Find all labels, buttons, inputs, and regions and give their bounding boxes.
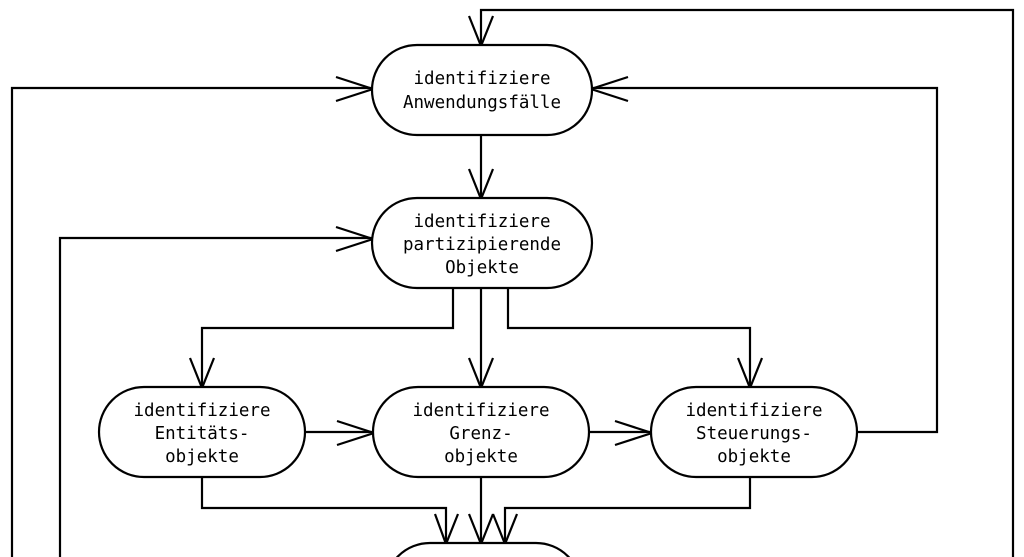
node-label-line1: identifiziere [134,401,271,421]
edge-partizipierende-to-grenz [467,288,495,391]
edge-path [479,8,1015,557]
edge-path [58,236,372,557]
node-partizipierende-objekte[interactable]: identifiziere partizipierende Objekte [370,196,594,290]
edge-partizipierende-to-steuerungs [506,288,764,391]
edge-path [10,86,372,557]
node-label-line2: Grenz- [449,424,512,444]
node-label-line1: identifiziere [414,69,551,89]
edge-layer [10,8,1015,557]
edge-path [503,477,752,543]
edge-entitaets-to-grenz [305,419,378,447]
node-stadium-shape[interactable] [370,43,594,137]
node-label-line2: Steuerungs- [696,424,812,444]
node-label-line3: Objekte [445,258,519,278]
node-anwendungsfaelle[interactable]: identifiziere Anwendungsfälle [370,43,594,137]
node-stadium-shape[interactable] [371,385,591,479]
node-label-line2: partizipierende [403,235,561,255]
node-steuerungsobjekte[interactable]: identifiziere Steuerungs- objekte [649,385,859,479]
edge-path [506,288,752,387]
edge-steuerungs-to-bottom [491,477,752,547]
edge-path [200,288,455,387]
node-label-line1: identifiziere [414,212,551,232]
node-label-line3: objekte [717,447,791,467]
node-layer: identifiziere Anwendungsfälle identifizi… [97,43,859,557]
node-label-line1: identifiziere [686,401,823,421]
node-stadium-shape[interactable] [385,541,581,557]
node-label-line3: objekte [165,447,239,467]
node-entitaetsobjekte[interactable]: identifiziere Entitäts- objekte [97,385,307,479]
edge-partizipierende-to-entitaets [188,288,455,391]
node-unten-abgeschnitten[interactable] [385,541,581,557]
edge-steuerungs-into-anwendungsfaelle [587,75,939,434]
node-label-line3: objekte [444,447,518,467]
node-label-line2: Anwendungsfälle [403,93,561,113]
edge-entitaets-to-bottom [200,477,460,548]
node-stadium-shape[interactable] [97,385,307,479]
node-stadium-shape[interactable] [370,196,594,290]
node-label-line2: Entitäts- [155,424,250,444]
edge-grenz-to-bottom [467,477,495,547]
edge-grenz-to-steuerungs [589,419,656,447]
edge-path [200,477,448,543]
edge-anwendungsfaelle-to-partizipierende [467,135,495,202]
edge-path [592,86,939,434]
node-grenzobjekte[interactable]: identifiziere Grenz- objekte [371,385,591,479]
node-label-line1: identifiziere [413,401,550,421]
node-stadium-shape[interactable] [649,385,859,479]
edge-left-rail-into-anwendungsfaelle [10,75,377,557]
